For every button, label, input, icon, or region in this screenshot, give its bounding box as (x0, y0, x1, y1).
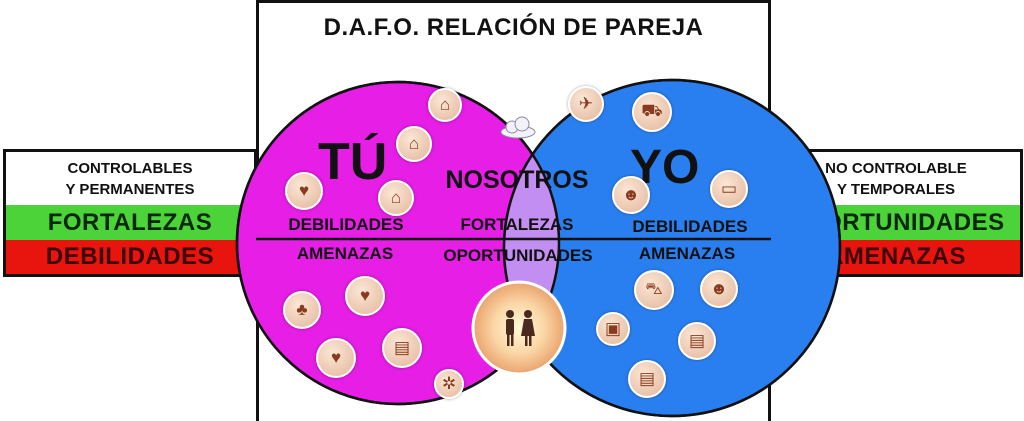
cart-icon: ⛟ (632, 92, 672, 132)
sofa-icon: ▭ (710, 170, 748, 208)
left-panel-header-line1: CONTROLABLES (67, 159, 193, 177)
left-panel: CONTROLABLES Y PERMANENTES FORTALEZAS DE… (3, 149, 257, 277)
people-icon: ☻ (612, 176, 650, 214)
venn-title-nosotros: NOSOTROS (445, 166, 589, 194)
hearth-icon: ⌂ (428, 88, 462, 122)
right-panel-header: NO CONTROLABLE Y TEMPORALES (772, 152, 1020, 205)
friends-icon: ☻ (700, 270, 738, 308)
venn-title-tu: TÚ (318, 133, 388, 191)
left-panel-debilidades: DEBILIDADES (6, 240, 254, 274)
left-lower-amenazas: AMENAZAS (296, 244, 394, 263)
cloud-icon (500, 116, 536, 139)
couple-glow (471, 280, 567, 376)
bird-icon: ✈ (568, 86, 604, 122)
left-panel-header-line2: Y PERMANENTES (65, 180, 195, 198)
balloons-icon: ♣ (283, 291, 321, 329)
right-lower-amenazas: AMENAZAS (638, 244, 736, 263)
heart-bowl-icon: ♥ (316, 338, 356, 378)
center-lower-oportunidades: OPORTUNIDADES (443, 246, 593, 265)
right-panel-header-line1: NO CONTROLABLE (825, 159, 967, 177)
left-panel-fortalezas: FORTALEZAS (6, 205, 254, 240)
document-icon: ▤ (628, 360, 666, 398)
network-icon: ✲ (434, 369, 464, 399)
page-title: D.A.F.O. RELACIÓN DE PAREJA (323, 14, 704, 41)
books-icon: ▤ (382, 328, 422, 368)
heart-box-icon: ♥ (285, 172, 323, 210)
center-upper-fortalezas: FORTALEZAS (460, 215, 574, 234)
right-panel-header-line2: Y TEMPORALES (836, 180, 956, 198)
right-upper-debilidades: DEBILIDADES (632, 217, 748, 236)
notebook-icon: ▤ (678, 322, 716, 360)
couple-icon (506, 310, 535, 346)
left-upper-debilidades: DEBILIDADES (288, 215, 404, 234)
left-panel-header: CONTROLABLES Y PERMANENTES (6, 152, 254, 205)
house-icon: ⌂ (396, 126, 432, 162)
heart-icon: ♥ (345, 276, 385, 316)
home-icon: ⌂ (378, 180, 414, 216)
right-circle-outline (502, 78, 842, 418)
backpack-icon: ▣ (596, 312, 630, 346)
car-icon: ⛍ (634, 270, 674, 310)
left-circle-outline (235, 80, 561, 406)
